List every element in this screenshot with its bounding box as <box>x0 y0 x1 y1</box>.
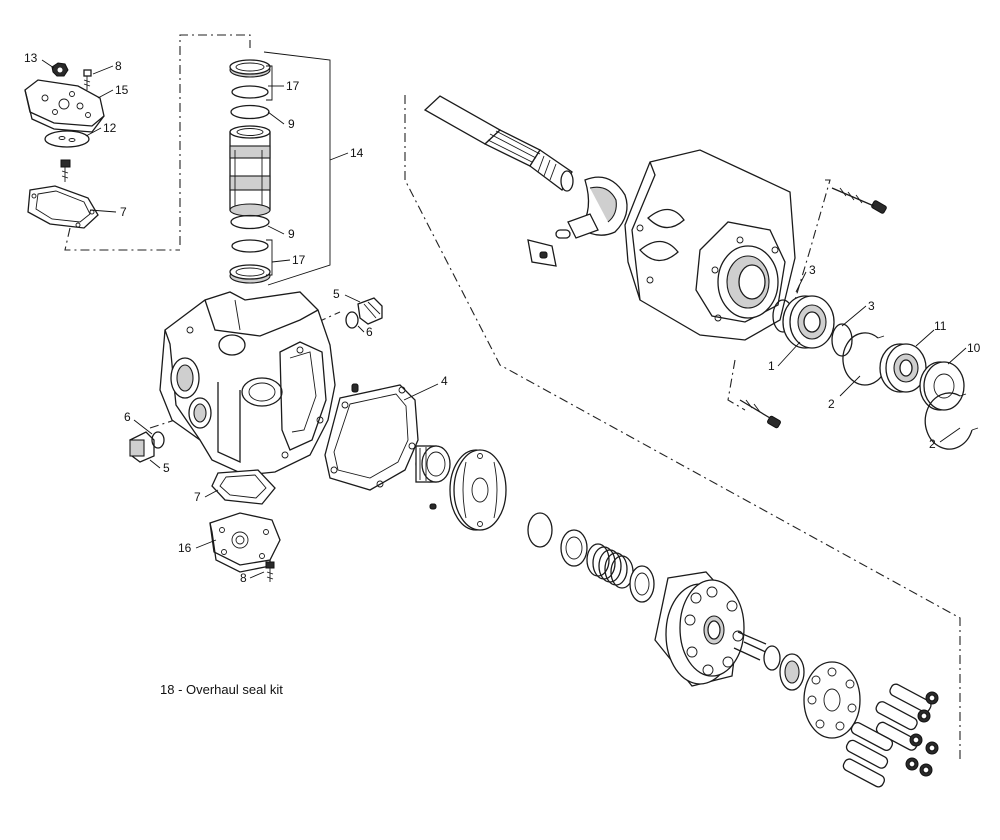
snap-ring-2-lower <box>924 392 973 450</box>
callout-7-bottom: 7 <box>194 490 201 504</box>
callout-16: 16 <box>178 541 192 555</box>
valve-stack <box>229 51 331 286</box>
callout-6-left: 6 <box>124 410 131 424</box>
orifice-plate-12 <box>44 130 90 148</box>
plugs-and-seals <box>129 297 383 463</box>
screw-8-mid <box>60 159 71 182</box>
snap-ring-2-upper <box>842 332 885 386</box>
callout-5-right: 5 <box>333 287 340 301</box>
gasket-7-top <box>27 185 99 229</box>
callout-5-left: 5 <box>163 461 170 475</box>
retainer-plate <box>803 661 861 739</box>
needle-bearing <box>415 445 451 483</box>
bolt-upper <box>831 187 887 214</box>
swashplate-cradle <box>527 176 628 267</box>
callout-7-top: 7 <box>120 205 127 219</box>
callout-9-bottom: 9 <box>288 227 295 241</box>
callout-9-top: 9 <box>288 117 295 131</box>
callout-6-right: 6 <box>366 325 373 339</box>
bearing-1 <box>782 295 835 349</box>
callout-2-lower: 2 <box>929 437 936 451</box>
valve-plate <box>449 449 507 531</box>
callout-4: 4 <box>441 374 448 388</box>
seal-6-left <box>151 431 165 449</box>
shaft-seal-11 <box>879 343 927 393</box>
cover-plate-15 <box>24 79 105 127</box>
cylinder-block <box>654 571 745 687</box>
callout-15: 15 <box>115 83 129 97</box>
callout-3-lower: 3 <box>868 299 875 313</box>
callout-8-top: 8 <box>115 59 122 73</box>
callout-13: 13 <box>24 51 38 65</box>
callout-2-upper: 2 <box>828 397 835 411</box>
callout-11: 11 <box>934 319 947 333</box>
leader-lines <box>41 59 967 579</box>
gasket-7-bottom <box>211 469 276 505</box>
seal-kit-note: 18 - Overhaul seal kit <box>160 682 283 697</box>
ring-3-lower <box>831 323 853 357</box>
callout-8-bottom: 8 <box>240 571 247 585</box>
callout-labels: 13 8 15 12 7 17 9 14 9 17 5 6 6 5 7 16 8… <box>24 51 981 585</box>
screw-8-top <box>83 69 92 90</box>
bolt-lower <box>739 399 781 429</box>
front-housing <box>624 149 796 341</box>
pump-housing <box>159 291 336 476</box>
callout-10: 10 <box>967 341 981 355</box>
screw-8-bottom <box>265 561 275 582</box>
pistons <box>842 683 939 788</box>
washer-10 <box>919 361 965 411</box>
relief-cover-assembly <box>24 62 105 229</box>
callout-12: 12 <box>103 121 117 135</box>
callout-3-upper: 3 <box>809 263 816 277</box>
drive-shaft <box>423 95 574 192</box>
lower-cover-assembly <box>209 469 281 582</box>
callout-17-bottom: 17 <box>292 253 306 267</box>
bearing-stack <box>739 187 979 450</box>
cover-16 <box>209 512 281 566</box>
callout-17-top: 17 <box>286 79 300 93</box>
callout-14: 14 <box>350 146 364 160</box>
gasket-4-and-valve-plate <box>324 383 507 531</box>
spring <box>586 543 634 589</box>
seal-6-right <box>345 311 359 329</box>
rotating-group <box>527 512 939 788</box>
callout-1: 1 <box>768 359 775 373</box>
